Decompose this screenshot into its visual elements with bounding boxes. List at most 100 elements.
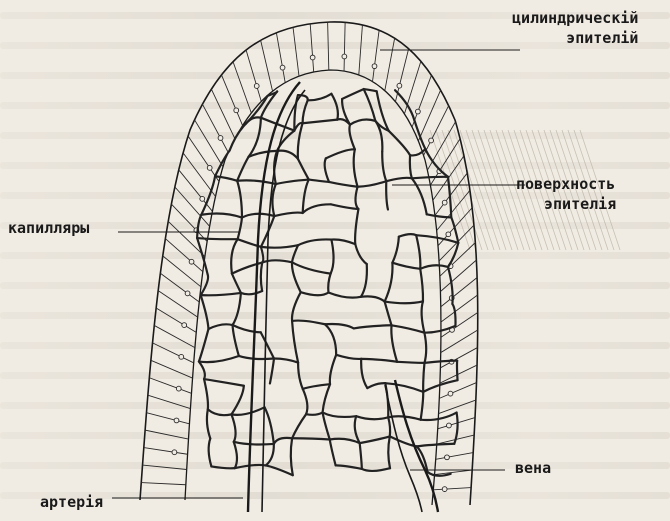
capillary-segment: [199, 362, 205, 379]
capillary-segment: [231, 239, 237, 273]
capillary-segment: [199, 356, 239, 362]
capillary-segment: [265, 407, 274, 444]
capillary-segment: [204, 379, 208, 409]
capillary-segment: [292, 262, 331, 273]
capillary-segment: [325, 158, 329, 182]
label-cylindrical-epithelium-line1: цилиндрическій: [512, 8, 638, 28]
capillary-segment: [277, 151, 298, 159]
capillary-segment: [330, 440, 336, 466]
capillary-segment: [355, 187, 358, 209]
cell-nucleus: [342, 54, 347, 59]
capillary-segment: [391, 325, 397, 362]
cell-border: [433, 488, 471, 490]
capillary-segment: [355, 416, 360, 443]
capillary-segment: [209, 438, 212, 466]
capillary-segment: [360, 436, 390, 443]
capillary-segment: [326, 149, 355, 158]
cell-border: [151, 360, 193, 378]
capillary-segment: [323, 412, 357, 417]
capillary-segment: [336, 355, 361, 359]
capillary-segment: [292, 321, 325, 325]
cell-nucleus: [446, 232, 451, 237]
capillary-segment: [417, 444, 455, 447]
capillary-segment: [201, 213, 242, 217]
capillary-segment: [412, 177, 448, 179]
capillary-segment: [215, 151, 230, 177]
capillary-segment: [367, 383, 385, 388]
capillary-segment: [355, 209, 358, 244]
capillary-segment: [274, 438, 292, 444]
capillary-segment: [388, 417, 390, 436]
capillary-segment: [358, 181, 387, 187]
capillary-segment: [272, 184, 275, 216]
capillary-segment: [233, 325, 239, 356]
capillary-segment: [237, 181, 242, 218]
capillary-segment: [197, 238, 207, 274]
capillary-segment: [354, 149, 358, 186]
capillary-segment: [234, 442, 237, 468]
cell-border: [276, 33, 285, 83]
capillary-segment: [331, 239, 355, 244]
capillary-segment: [292, 292, 301, 321]
capillary-segment: [392, 325, 425, 332]
cell-border: [344, 22, 345, 71]
capillary-segment: [241, 291, 262, 294]
capillary-segment: [303, 204, 331, 213]
capillary-segment: [361, 296, 385, 301]
capillary-segment: [330, 439, 360, 443]
capillary-segment: [274, 358, 298, 362]
capillary-segment: [416, 235, 420, 269]
capillary-segment: [261, 263, 262, 291]
cell-border: [441, 260, 477, 291]
capillary-segment: [197, 238, 238, 239]
capillary-segment: [385, 383, 423, 392]
cell-border: [310, 24, 313, 72]
capillary-segment: [397, 362, 424, 363]
capillary-segment: [382, 152, 386, 182]
capillary-segment: [208, 324, 232, 329]
capillary-segment: [427, 214, 452, 217]
capillary-segment: [298, 123, 303, 159]
capillary-segment: [308, 94, 332, 101]
cell-nucleus: [174, 418, 179, 423]
cell-border: [148, 395, 190, 408]
cell-border: [440, 348, 477, 368]
capillary-segment: [291, 438, 293, 475]
hatch-line: [472, 130, 512, 250]
cell-border: [359, 25, 363, 75]
capillary-segment: [361, 359, 397, 362]
cell-nucleus: [218, 136, 223, 141]
capillary-segment: [422, 301, 425, 332]
capillary-segment: [330, 355, 336, 384]
cell-border: [211, 89, 235, 139]
hatch-line: [460, 130, 500, 250]
capillary-segment: [303, 389, 308, 414]
capillary-segment: [211, 466, 234, 468]
capillary-segment: [360, 443, 362, 469]
cell-border: [146, 413, 189, 424]
capillary-segment: [385, 301, 423, 303]
cell-nucleus: [310, 55, 315, 60]
capillary-segment: [329, 182, 358, 187]
capillary-segment: [361, 359, 367, 388]
capillary-segment: [238, 218, 242, 240]
label-artery: артерія: [40, 492, 103, 512]
label-epithelium-surface: поверхность эпителія: [516, 174, 616, 214]
label-cylindrical-epithelium-line2: эпителій: [512, 28, 638, 48]
hatch-line: [478, 130, 518, 250]
capillary-segment: [349, 125, 354, 150]
cell-nucleus: [185, 291, 190, 296]
capillary-segment: [237, 180, 276, 184]
capillary-segment: [421, 392, 424, 420]
cell-border: [246, 50, 261, 101]
capillary-segment: [331, 204, 359, 209]
capillary-segment: [303, 120, 338, 124]
cell-nucleus: [442, 200, 447, 205]
capillary-segment: [298, 363, 303, 389]
cell-nucleus: [179, 354, 184, 359]
cell-nucleus: [254, 84, 259, 89]
capillary-segment: [233, 325, 261, 332]
capillary-segment: [457, 361, 458, 381]
cell-nucleus: [448, 391, 453, 396]
